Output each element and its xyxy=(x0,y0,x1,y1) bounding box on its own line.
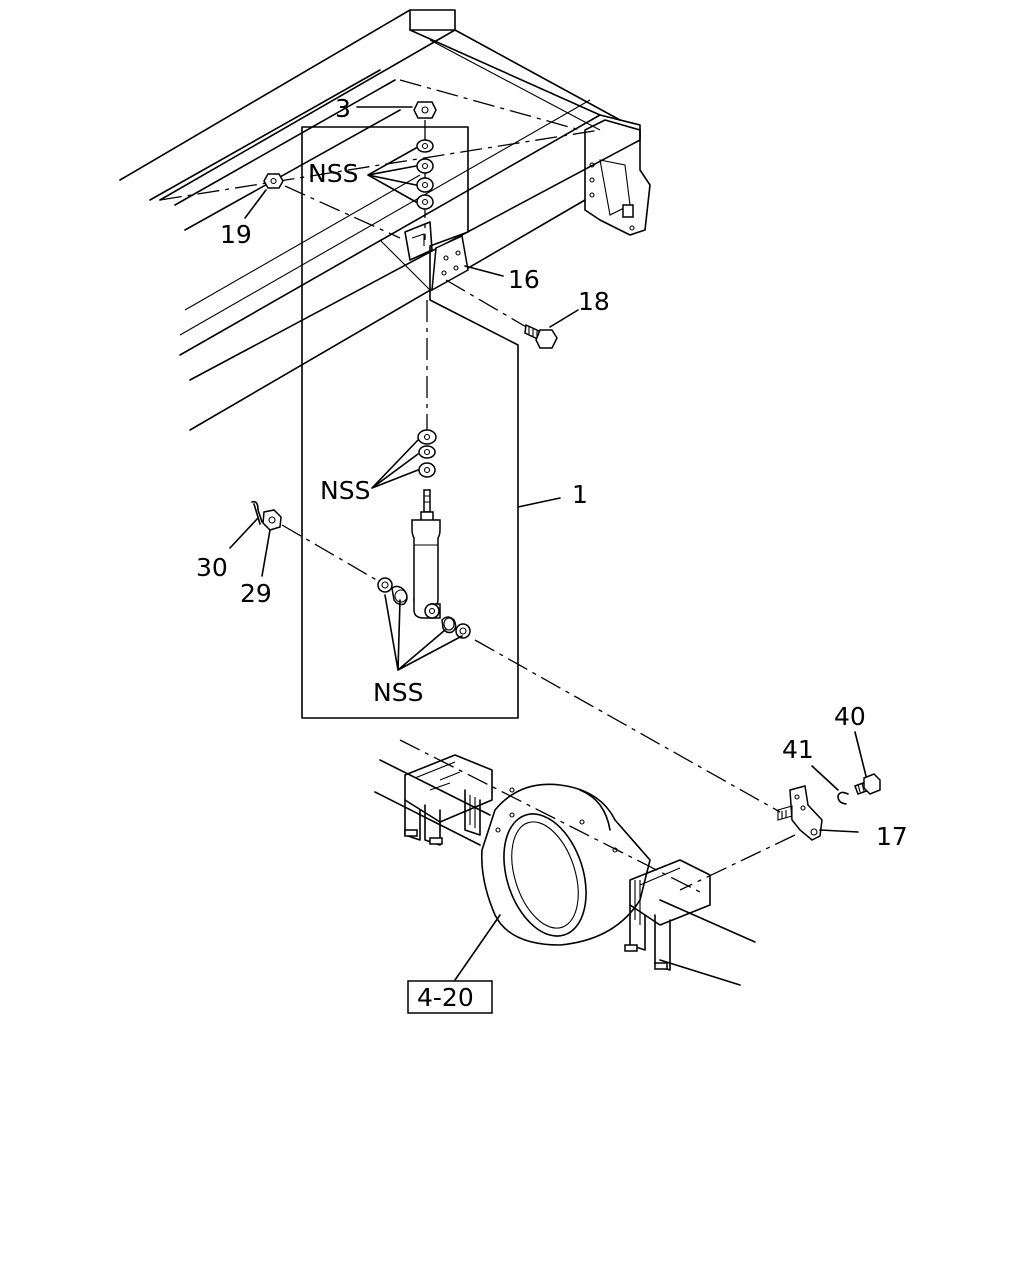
label-18: 18 xyxy=(578,287,610,316)
shock-bushings xyxy=(417,429,437,478)
label-nss-mid: NSS xyxy=(320,476,370,505)
rear-axle xyxy=(374,739,756,986)
shock-absorber xyxy=(411,489,441,619)
label-3: 3 xyxy=(335,94,351,123)
ref-box[interactable] xyxy=(407,980,493,1014)
label-ref-4-20[interactable]: 4-20 xyxy=(417,983,474,1012)
washer-41 xyxy=(837,791,849,805)
label-30: 30 xyxy=(196,553,228,582)
nut-29 xyxy=(262,509,282,531)
cotter-pin-30 xyxy=(251,500,263,525)
lower-bushings xyxy=(377,577,471,639)
label-nss-top: NSS xyxy=(308,159,358,188)
label-16: 16 xyxy=(508,265,540,294)
assembly-box xyxy=(301,126,561,719)
callout-labels: 3 NSS 19 16 18 NSS 1 30 29 NSS 40 41 17 … xyxy=(196,94,908,1014)
nut-19 xyxy=(263,173,284,189)
label-1: 1 xyxy=(572,480,588,509)
bracket-17 xyxy=(777,785,823,841)
bolt-18 xyxy=(524,323,558,349)
upper-bushings xyxy=(416,139,434,210)
label-40: 40 xyxy=(834,702,866,731)
bolt-40 xyxy=(854,773,881,795)
vehicle-frame xyxy=(119,9,651,431)
label-19: 19 xyxy=(220,220,252,249)
nut-3 xyxy=(413,101,437,119)
label-nss-bottom: NSS xyxy=(373,678,423,707)
label-41: 41 xyxy=(782,735,814,764)
plate-16 xyxy=(431,234,469,292)
label-17: 17 xyxy=(876,822,908,851)
label-29: 29 xyxy=(240,579,272,608)
